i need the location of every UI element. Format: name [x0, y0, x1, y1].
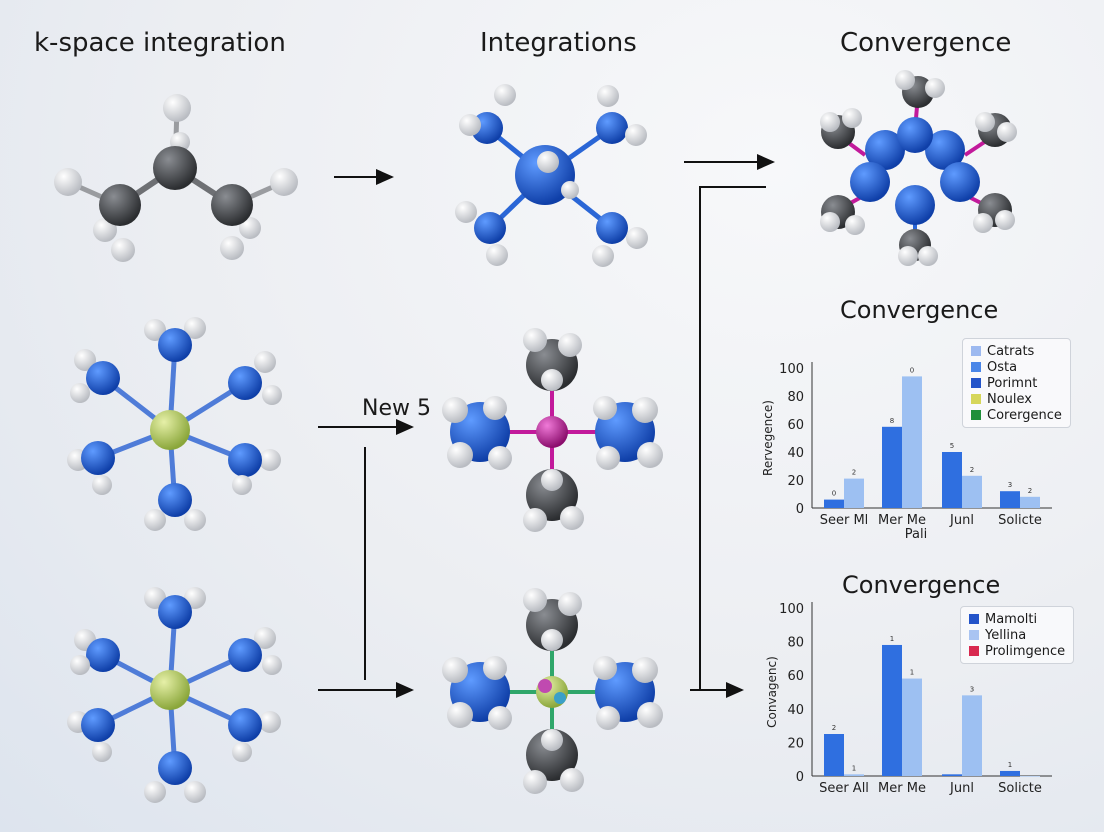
legend-item: Noulex [971, 391, 1062, 407]
chart1-data-label: 2 [970, 466, 974, 474]
chart1-y-tick: 40 [787, 446, 804, 461]
chart1-bar [844, 478, 864, 508]
chart2-bar [1020, 776, 1040, 777]
legend-swatch [971, 394, 981, 404]
chart2-data-label: 1 [1008, 761, 1012, 769]
chart1-x-tick: Mer Me [878, 513, 926, 528]
legend-swatch [971, 346, 981, 356]
chart2-y-label: Convagenc) [765, 656, 779, 728]
chart2-data-label: 2 [832, 724, 836, 732]
column-title-k-space: k-space integration [34, 28, 286, 58]
chart2-y-tick: 100 [779, 602, 804, 617]
legend-label: Noulex [987, 391, 1032, 407]
chart1-x-tick: Solicte [998, 513, 1042, 528]
legend-swatch [969, 646, 979, 656]
molecule-octahedral-2 [67, 587, 282, 803]
chart1-data-label: 0 [832, 490, 836, 498]
flow-arrows [318, 154, 775, 698]
chart1-data-label: 8 [890, 417, 894, 425]
legend-item: Mamolti [969, 611, 1065, 627]
column-title-convergence: Convergence [840, 28, 1012, 58]
legend-item: Osta [971, 359, 1062, 375]
chart1-data-label: 5 [950, 442, 954, 450]
chart2-bar [962, 695, 982, 776]
connector-convergence [699, 186, 766, 690]
chart2-y-tick: 20 [787, 736, 804, 751]
chart2-y-tick: 60 [787, 669, 804, 684]
chart2-y-tick: 80 [787, 636, 804, 651]
chart1-x-sublabel: Pali [905, 527, 927, 542]
chart1-bar [824, 499, 844, 508]
molecule-tetrahedral-n [455, 84, 648, 267]
chart2-data-label: 3 [970, 685, 974, 693]
legend-swatch [971, 378, 981, 388]
chart1-x-tick: Seer Ml [820, 513, 869, 528]
chart2-data-label: 1 [910, 669, 914, 677]
chart1-bar [962, 475, 982, 508]
chart2-y-tick: 0 [796, 770, 804, 785]
chart1-bar [882, 426, 902, 508]
chart2-bar [844, 774, 864, 776]
legend-label: Catrats [987, 343, 1035, 359]
legend-item: Prolimgence [969, 643, 1065, 659]
legend-item: Corergence [971, 407, 1062, 423]
chart1-data-label: 3 [1008, 481, 1012, 489]
chart2-bar [902, 678, 922, 776]
legend-label: Yellina [985, 627, 1027, 643]
chart1-y-tick: 100 [779, 362, 804, 377]
chart2-x-tick: Mer Me [878, 781, 926, 796]
chart2-bar [882, 644, 902, 776]
legend-label: Mamolti [985, 611, 1038, 627]
legend-swatch [969, 630, 979, 640]
chart2-x-tick: Seer All [819, 781, 869, 796]
molecule-hydrocarbon [54, 94, 298, 262]
chart1-data-label: 2 [1028, 487, 1032, 495]
column-title-integrations: Integrations [480, 28, 637, 58]
legend-label: Prolimgence [985, 643, 1066, 659]
chart1-title: Convergence [840, 296, 999, 324]
arrow-label: New 5 [362, 396, 431, 421]
chart2-bar [824, 734, 844, 776]
chart1-bar [942, 452, 962, 508]
molecule-mixed-complex [442, 588, 663, 794]
chart2-bar [942, 774, 962, 776]
chart1-y-tick: 0 [796, 502, 804, 517]
chart2-title: Convergence [842, 571, 1001, 599]
legend-item: Catrats [971, 343, 1062, 359]
chart1-bar [1000, 491, 1020, 508]
legend-label: Corergence [987, 407, 1062, 423]
chart1-data-label: 0 [910, 366, 914, 374]
chart1-y-label: Rervegence) [761, 400, 775, 476]
legend-item: Porimnt [971, 375, 1062, 391]
chart2-x-tick: Junl [949, 781, 974, 796]
chart2-data-label: 1 [852, 764, 856, 772]
chart1-y-tick: 60 [787, 418, 804, 433]
molecule-octahedral-1 [67, 317, 282, 531]
legend-label: Osta [987, 359, 1018, 375]
chart1-y-tick: 80 [787, 390, 804, 405]
chart1-data-label: 2 [852, 469, 856, 477]
chart2-bar [1000, 770, 1020, 776]
legend-swatch [971, 410, 981, 420]
legend-item: Yellina [969, 627, 1065, 643]
chart1-x-tick: Junl [949, 513, 974, 528]
chart2-data-label: 1 [890, 635, 894, 643]
legend-swatch [971, 362, 981, 372]
chart1-bar [902, 376, 922, 508]
chart1-y-tick: 20 [787, 474, 804, 489]
chart2-y-tick: 40 [787, 703, 804, 718]
molecule-magenta-complex [442, 328, 663, 532]
legend-label: Porimnt [987, 375, 1038, 391]
chart2-x-tick: Solicte [998, 781, 1042, 796]
chart1-bar [1020, 496, 1040, 508]
legend-swatch [969, 614, 979, 624]
molecule-convergence-cluster [820, 70, 1017, 266]
